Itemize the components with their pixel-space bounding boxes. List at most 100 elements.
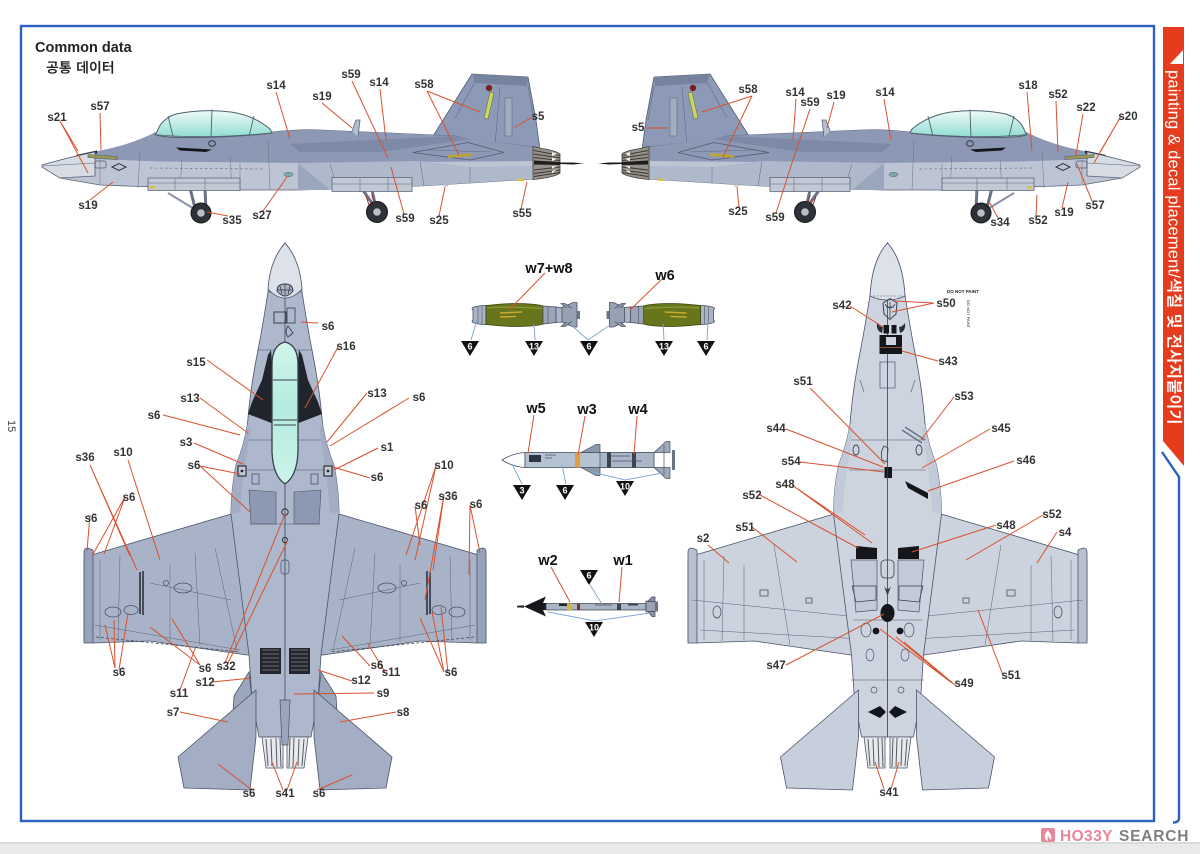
svg-text:s6: s6 bbox=[371, 660, 384, 672]
svg-text:s14: s14 bbox=[875, 87, 895, 99]
svg-text:s6: s6 bbox=[371, 472, 384, 484]
svg-text:s58: s58 bbox=[414, 79, 434, 91]
svg-text:s35: s35 bbox=[222, 215, 242, 227]
svg-text:s34: s34 bbox=[990, 217, 1010, 229]
svg-text:s6: s6 bbox=[85, 513, 98, 525]
svg-text:s13: s13 bbox=[367, 388, 386, 400]
svg-text:s25: s25 bbox=[429, 215, 449, 227]
svg-text:s54: s54 bbox=[781, 456, 801, 468]
svg-text:s14: s14 bbox=[266, 80, 286, 92]
svg-text:s52: s52 bbox=[1042, 509, 1061, 521]
svg-text:s41: s41 bbox=[275, 788, 295, 800]
svg-text:s21: s21 bbox=[47, 112, 67, 124]
svg-text:s6: s6 bbox=[445, 667, 458, 679]
svg-text:s15: s15 bbox=[186, 357, 206, 369]
svg-text:SEARCH: SEARCH bbox=[1119, 828, 1189, 845]
svg-text:s6: s6 bbox=[413, 392, 426, 404]
svg-text:s19: s19 bbox=[1054, 207, 1073, 219]
svg-text:s13: s13 bbox=[180, 393, 199, 405]
svg-text:s14: s14 bbox=[785, 87, 805, 99]
svg-text:w5: w5 bbox=[525, 401, 545, 417]
svg-text:s22: s22 bbox=[1076, 102, 1095, 114]
svg-text:s52: s52 bbox=[1048, 89, 1067, 101]
svg-text:6: 6 bbox=[703, 342, 708, 352]
svg-text:s19: s19 bbox=[312, 91, 331, 103]
svg-text:s6: s6 bbox=[470, 499, 483, 511]
svg-text:s5: s5 bbox=[632, 122, 645, 134]
svg-text:s7: s7 bbox=[167, 707, 180, 719]
svg-text:w7+w8: w7+w8 bbox=[524, 261, 572, 277]
svg-text:s16: s16 bbox=[336, 341, 355, 353]
svg-text:s52: s52 bbox=[742, 490, 761, 502]
svg-text:s53: s53 bbox=[954, 391, 973, 403]
svg-text:Common data: Common data bbox=[35, 40, 133, 56]
svg-text:s6: s6 bbox=[313, 788, 326, 800]
svg-text:s32: s32 bbox=[216, 661, 235, 673]
svg-text:s18: s18 bbox=[1018, 80, 1038, 92]
svg-text:s6: s6 bbox=[415, 500, 428, 512]
svg-text:s59: s59 bbox=[341, 69, 360, 81]
svg-text:6: 6 bbox=[562, 486, 567, 496]
svg-text:DO NOT PAINT: DO NOT PAINT bbox=[966, 300, 971, 329]
svg-text:s36: s36 bbox=[438, 491, 457, 503]
svg-text:HO33Y: HO33Y bbox=[1060, 828, 1113, 845]
svg-text:s12: s12 bbox=[351, 675, 370, 687]
svg-text:s4: s4 bbox=[1059, 527, 1072, 539]
svg-text:s47: s47 bbox=[766, 660, 785, 672]
svg-text:s6: s6 bbox=[148, 410, 161, 422]
svg-text:s3: s3 bbox=[180, 437, 193, 449]
svg-text:s12: s12 bbox=[195, 677, 214, 689]
svg-text:s10: s10 bbox=[434, 460, 453, 472]
svg-text:s6: s6 bbox=[322, 321, 335, 333]
svg-text:s19: s19 bbox=[826, 90, 845, 102]
svg-text:w3: w3 bbox=[576, 402, 596, 418]
svg-text:s2: s2 bbox=[697, 533, 710, 545]
svg-text:painting & decal placement/: painting & decal placement/ bbox=[1165, 70, 1183, 278]
svg-text:s14: s14 bbox=[369, 77, 389, 89]
svg-text:s48: s48 bbox=[775, 479, 795, 491]
svg-text:s5: s5 bbox=[532, 111, 545, 123]
svg-text:DO NOT PAINT: DO NOT PAINT bbox=[947, 289, 979, 294]
svg-text:s27: s27 bbox=[252, 210, 271, 222]
svg-text:w4: w4 bbox=[627, 402, 647, 418]
svg-text:s58: s58 bbox=[738, 84, 758, 96]
svg-text:s19: s19 bbox=[78, 200, 97, 212]
svg-text:s20: s20 bbox=[1118, 111, 1137, 123]
svg-text:s42: s42 bbox=[832, 300, 851, 312]
svg-text:s11: s11 bbox=[170, 688, 189, 700]
svg-text:15: 15 bbox=[5, 420, 17, 432]
svg-text:s6: s6 bbox=[113, 667, 126, 679]
svg-text:s6: s6 bbox=[123, 492, 136, 504]
svg-text:s51: s51 bbox=[735, 522, 755, 534]
svg-text:s50: s50 bbox=[936, 298, 955, 310]
svg-text:w6: w6 bbox=[654, 268, 674, 284]
svg-text:13: 13 bbox=[529, 342, 539, 352]
svg-text:s51: s51 bbox=[793, 376, 813, 388]
svg-text:s1: s1 bbox=[381, 442, 394, 454]
svg-text:s44: s44 bbox=[766, 423, 786, 435]
svg-text:s11: s11 bbox=[382, 667, 401, 679]
svg-text:s36: s36 bbox=[75, 452, 94, 464]
svg-text:s55: s55 bbox=[512, 208, 532, 220]
svg-text:3: 3 bbox=[519, 486, 524, 496]
svg-text:s57: s57 bbox=[1085, 200, 1104, 212]
svg-text:s48: s48 bbox=[996, 520, 1016, 532]
svg-text:6: 6 bbox=[586, 342, 591, 352]
svg-text:s57: s57 bbox=[90, 101, 109, 113]
svg-text:s51: s51 bbox=[1001, 670, 1021, 682]
svg-text:s45: s45 bbox=[991, 423, 1011, 435]
svg-text:s49: s49 bbox=[954, 678, 973, 690]
svg-text:s52: s52 bbox=[1028, 215, 1047, 227]
svg-text:13: 13 bbox=[659, 342, 669, 352]
svg-text:s6: s6 bbox=[199, 663, 212, 675]
svg-text:s25: s25 bbox=[728, 206, 748, 218]
svg-text:s59: s59 bbox=[395, 213, 414, 225]
svg-text:w2: w2 bbox=[537, 553, 557, 569]
svg-text:s41: s41 bbox=[879, 787, 899, 799]
svg-text:6: 6 bbox=[586, 571, 591, 581]
svg-text:s59: s59 bbox=[800, 97, 819, 109]
svg-text:s46: s46 bbox=[1016, 455, 1035, 467]
svg-text:10: 10 bbox=[589, 623, 599, 633]
svg-text:6: 6 bbox=[467, 342, 472, 352]
svg-text:10: 10 bbox=[620, 482, 630, 492]
